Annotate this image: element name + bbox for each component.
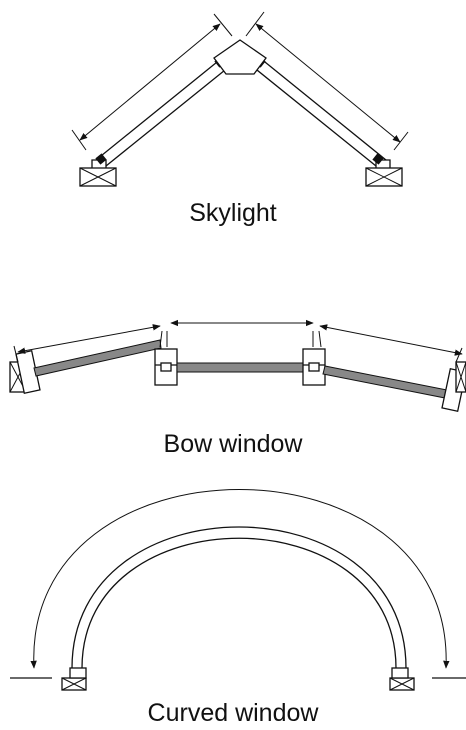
bow-right-sash: [322, 365, 448, 399]
skylight-right-sill: [365, 159, 403, 187]
bow-left-wall: [9, 350, 41, 394]
skylight-right-dimension: [255, 23, 401, 143]
skylight-left-sill: [79, 159, 117, 187]
skylight-label: Skylight: [189, 199, 277, 227]
curved-pane-inner: [81, 537, 397, 669]
curved-window-label: Curved window: [147, 699, 319, 727]
curved-pane-outer: [71, 526, 407, 669]
bow-right-dimension: [319, 324, 463, 356]
bow-window-diagram: [9, 319, 466, 412]
skylight-left-pane: [95, 56, 231, 167]
skylight-ridge-cap: [213, 39, 267, 75]
curved-right-sill: [389, 667, 415, 691]
bow-left-dimension: [17, 324, 161, 354]
curved-left-sill: [61, 667, 87, 691]
curved-window-diagram: [10, 489, 466, 691]
skylight-diagram: [71, 11, 409, 187]
bow-right-mullion: [302, 330, 326, 386]
bow-center-sash: [176, 362, 304, 373]
bow-left-mullion: [154, 330, 178, 386]
bow-right-wall: [441, 361, 466, 412]
bow-window-label: Bow window: [163, 430, 303, 458]
skylight-left-dimension: [79, 23, 221, 141]
skylight-right-pane: [251, 56, 387, 167]
curved-dimension-arc: [30, 489, 450, 669]
